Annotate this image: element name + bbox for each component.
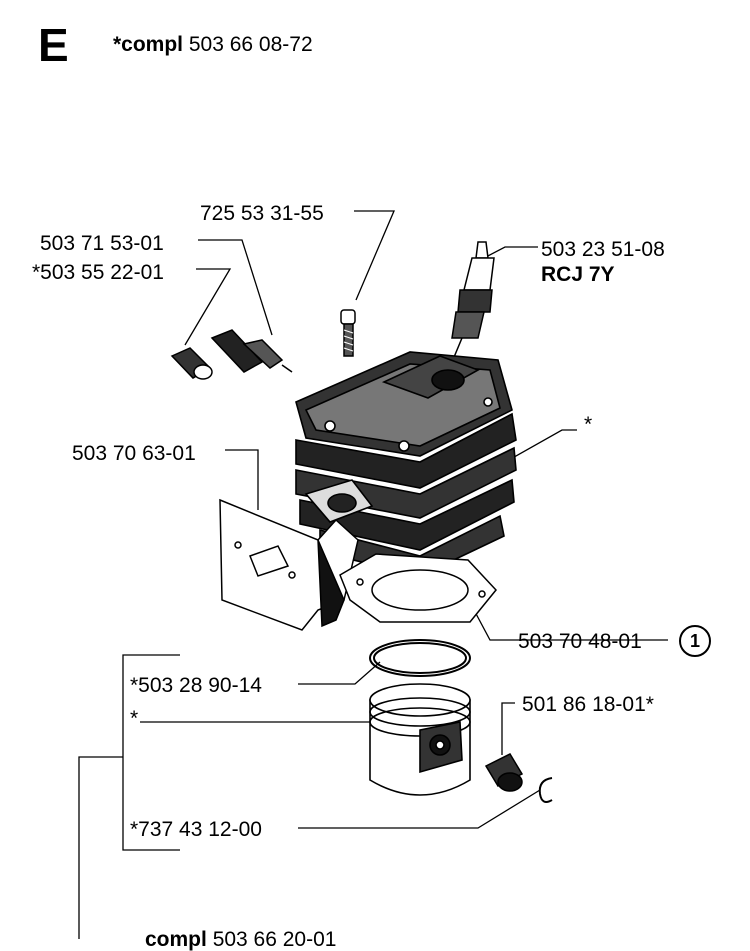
label-cylinder: * xyxy=(584,413,593,436)
leader-intake-gasket xyxy=(225,449,259,510)
leader-bearing xyxy=(501,702,515,755)
spark-plug-part xyxy=(451,241,495,363)
label-piston: * xyxy=(130,707,139,730)
label-circlip: *737 43 12-00 xyxy=(130,818,262,841)
base-gasket-part xyxy=(339,553,497,623)
cylinder-part xyxy=(295,351,517,577)
header-compl-prefix: *compl xyxy=(113,33,184,56)
piston-part xyxy=(369,683,471,796)
screw-part xyxy=(340,309,356,357)
leader-decomp-valve xyxy=(198,239,273,336)
compl-bracket xyxy=(122,654,180,851)
header-compl-number: 503 66 08-72 xyxy=(188,33,313,56)
section-letter: E xyxy=(38,19,69,71)
compl-bracket-stem xyxy=(78,756,123,939)
label-screw: 725 53 31-55 xyxy=(200,202,324,225)
label-valve-fitting: *503 55 22-01 xyxy=(32,261,164,284)
piston-ring-part xyxy=(369,639,471,677)
footer-compl-prefix: compl xyxy=(145,928,207,951)
leader-screw xyxy=(354,210,395,301)
note-number-circle: 1 xyxy=(679,625,711,657)
label-decomp-valve: 503 71 53-01 xyxy=(40,232,164,255)
footer-compl-number: 503 66 20-01 xyxy=(212,928,337,951)
label-intake-gasket: 503 70 63-01 xyxy=(72,442,196,465)
leader-base-gasket xyxy=(473,609,668,641)
circlip-part xyxy=(538,777,553,803)
leader-piston-ring xyxy=(298,661,381,685)
leader-circlip xyxy=(298,789,541,829)
footer-compl-label: compl 503 66 20-01 xyxy=(145,929,336,950)
leader-cylinder xyxy=(499,429,577,466)
label-spark-plug-type: RCJ 7Y xyxy=(541,263,615,286)
label-spark-plug-number: 503 23 51-08 xyxy=(541,238,665,261)
leader-valve-fitting xyxy=(184,268,232,346)
valve-fitting-part xyxy=(170,347,213,380)
needle-bearing-part xyxy=(484,753,524,792)
label-piston-ring: *503 28 90-14 xyxy=(130,674,262,697)
intake-gasket-part xyxy=(219,498,359,631)
leader-spark-plug xyxy=(483,246,538,259)
label-needle-bearing: 501 86 18-01* xyxy=(522,693,654,716)
label-base-gasket: 503 70 48-01 xyxy=(518,630,642,653)
header-compl-label: *compl 503 66 08-72 xyxy=(113,34,313,55)
decomp-valve-part xyxy=(210,329,293,373)
